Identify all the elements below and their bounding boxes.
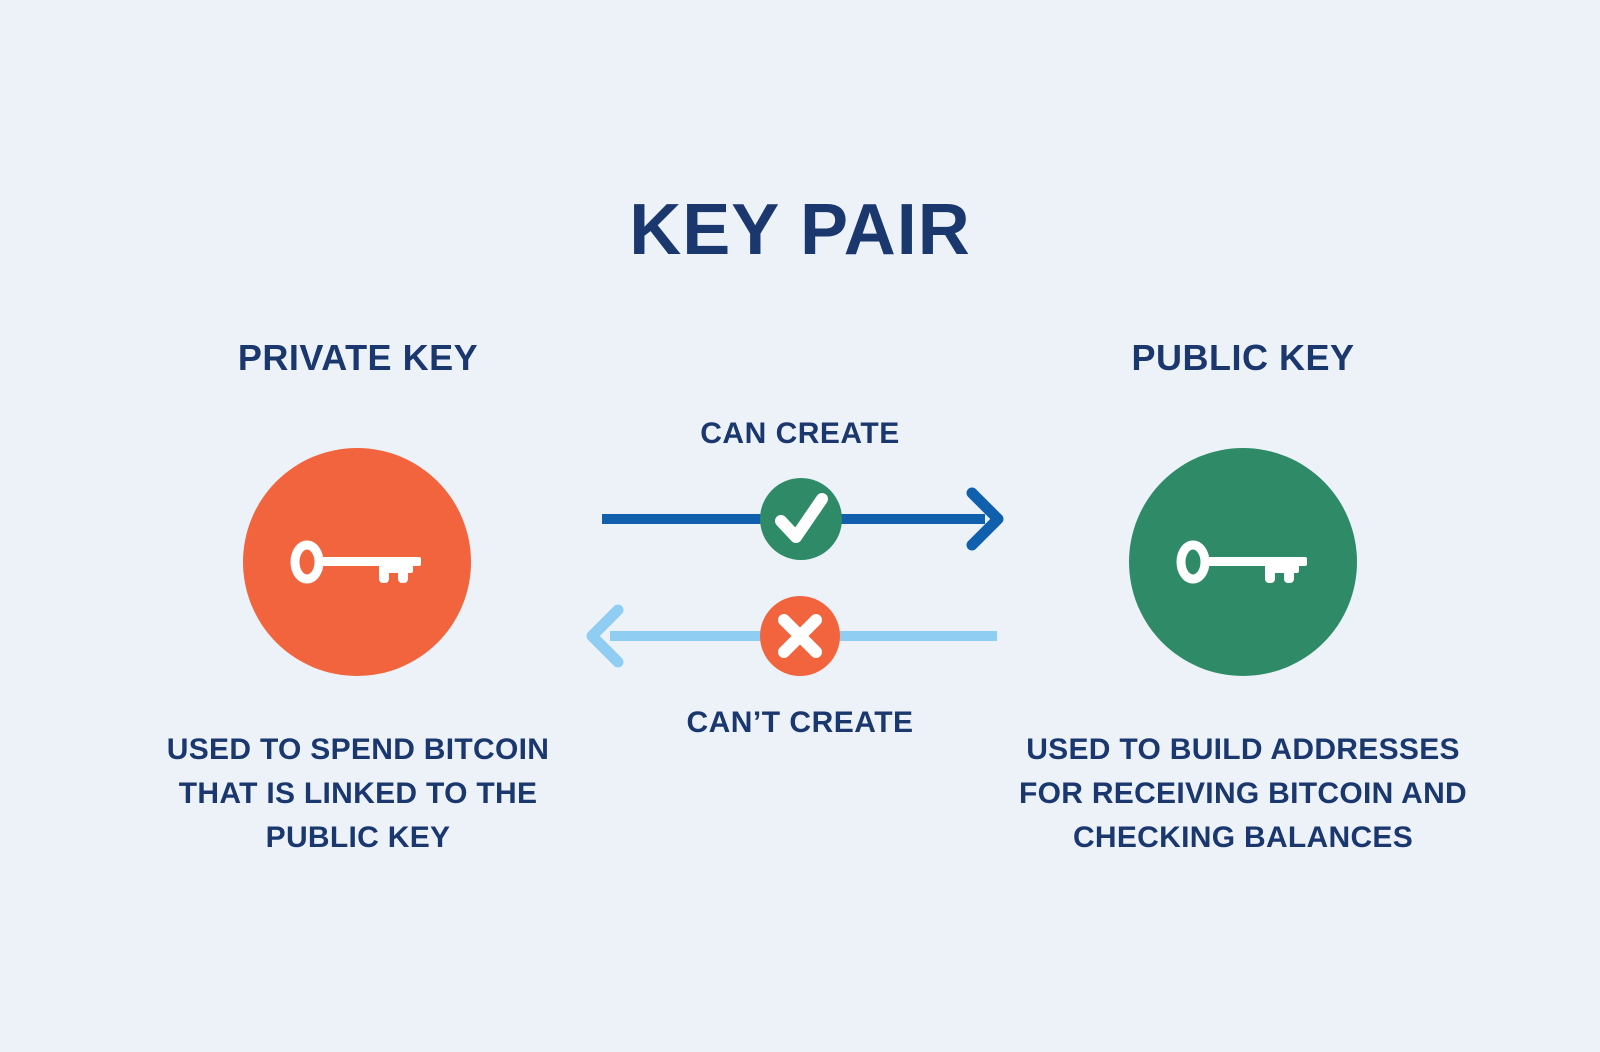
key-icon bbox=[1176, 540, 1307, 584]
check-icon bbox=[775, 493, 828, 543]
private-key-badge bbox=[243, 448, 471, 676]
public-key-heading: PUBLIC KEY bbox=[1131, 337, 1355, 378]
description-line: USED TO SPEND BITCOIN bbox=[166, 733, 550, 766]
public-key-badge bbox=[1129, 448, 1357, 676]
description-line: CHECKING BALANCES bbox=[1072, 821, 1414, 854]
key-icon bbox=[290, 540, 421, 584]
cant-create-arrow bbox=[586, 596, 997, 676]
description-line: USED TO BUILD ADDRESSES bbox=[1026, 733, 1460, 766]
arrow-left-icon bbox=[586, 604, 624, 668]
page-title: KEY PAIR bbox=[629, 190, 971, 270]
description-line: FOR RECEIVING BITCOIN AND bbox=[1018, 777, 1468, 810]
arrow-right-icon bbox=[966, 487, 1004, 551]
private-key-description: USED TO SPEND BITCOIN THAT IS LINKED TO … bbox=[128, 728, 588, 860]
description-line: THAT IS LINKED TO THE bbox=[178, 777, 538, 810]
check-circle bbox=[760, 478, 842, 560]
private-key-heading: PRIVATE KEY bbox=[237, 337, 479, 378]
cant-create-label: CAN’T CREATE bbox=[686, 706, 914, 739]
x-icon bbox=[778, 614, 822, 658]
public-key-description: USED TO BUILD ADDRESSES FOR RECEIVING BI… bbox=[1013, 728, 1473, 860]
can-create-arrow bbox=[602, 478, 1004, 560]
description-line: PUBLIC KEY bbox=[265, 821, 451, 854]
can-create-label: CAN CREATE bbox=[700, 417, 900, 450]
